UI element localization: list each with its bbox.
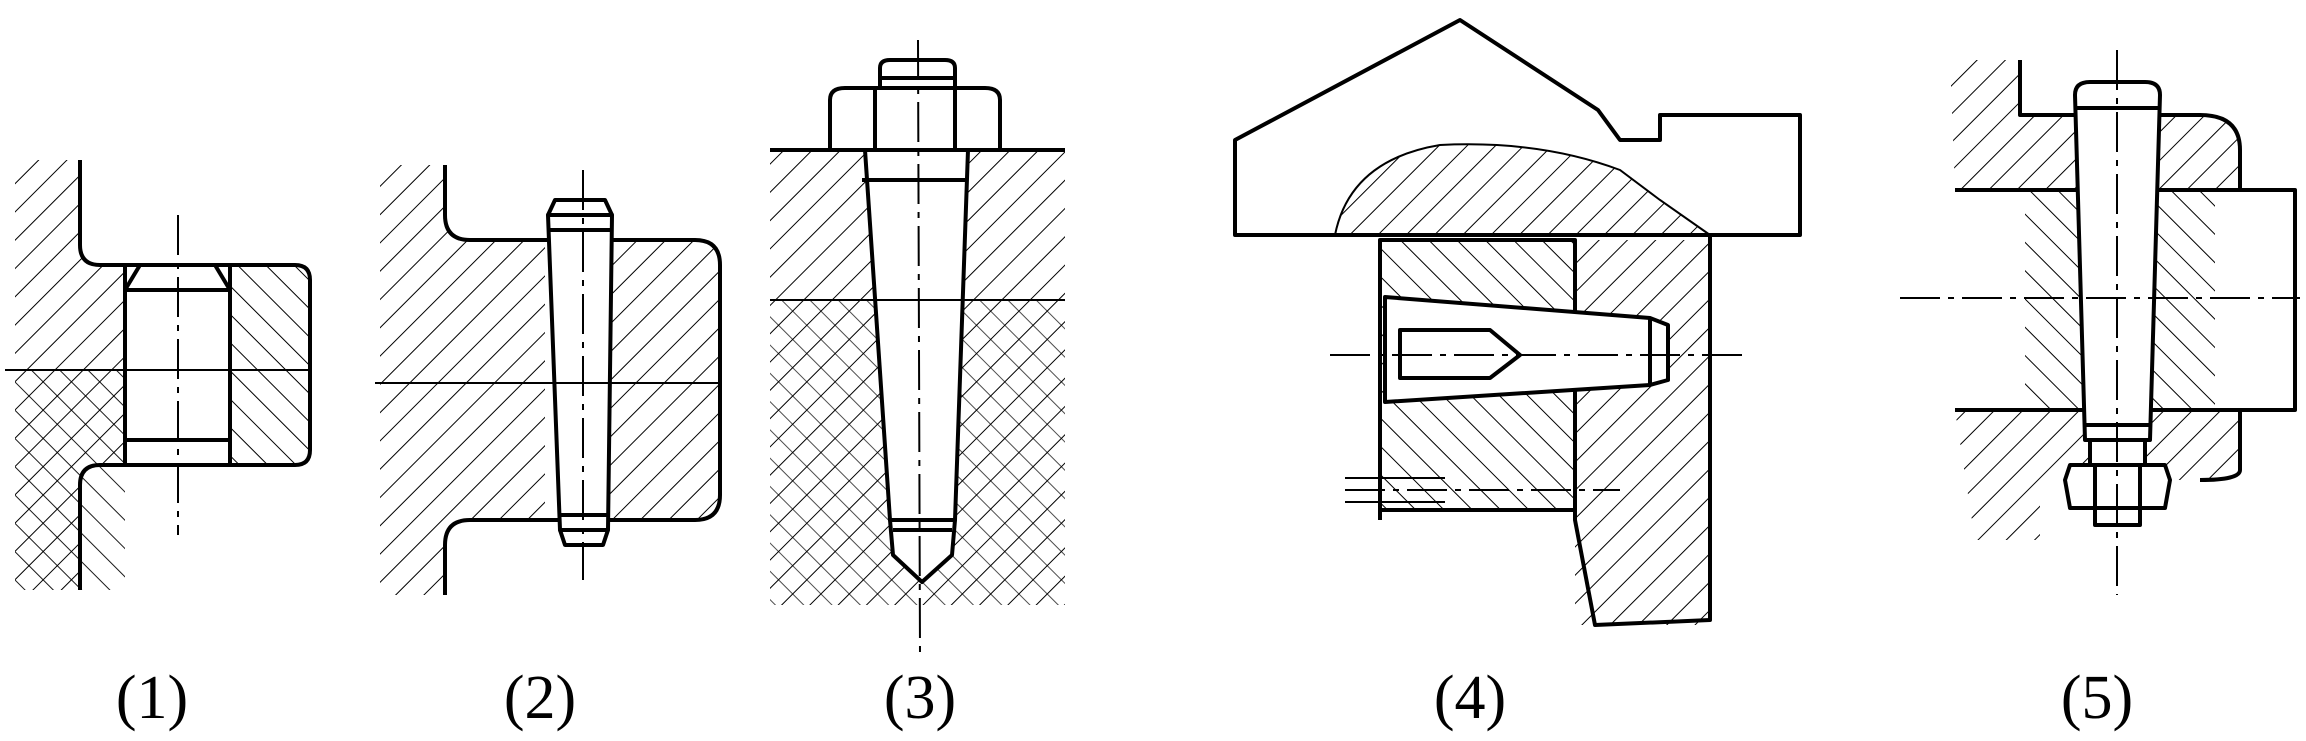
fig4-cutaway [1335, 144, 1710, 235]
figure-4 [1233, 18, 1802, 627]
figure-1-label: (1) [116, 664, 188, 732]
figure-3 [770, 39, 1065, 656]
figure-5 [1900, 50, 2300, 595]
fig1-flange [230, 265, 310, 465]
figure-2-label: (2) [504, 664, 576, 732]
figure-1 [5, 160, 312, 590]
fig2-left-wall [380, 165, 545, 595]
fig2-flange [600, 240, 720, 520]
figure-3-label: (3) [884, 664, 956, 732]
fig1-wall-outline [78, 160, 125, 590]
fig2-tapered-pin [546, 213, 614, 532]
figure-4-label: (4) [1434, 664, 1506, 732]
fig3-nut [828, 86, 1002, 152]
fig2-body-outline [443, 165, 722, 595]
fig1-lower-wall-band [15, 370, 125, 590]
figure-2 [375, 165, 722, 595]
figure-5-label: (5) [2061, 664, 2133, 732]
fig3-axis [917, 39, 921, 656]
